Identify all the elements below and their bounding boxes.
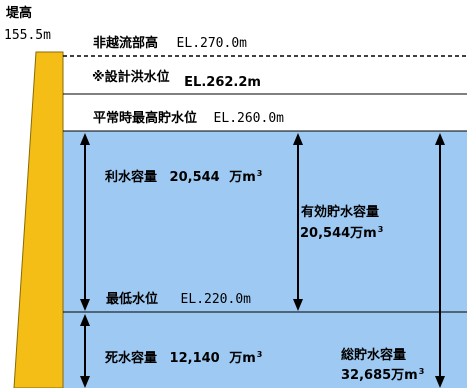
minimum-level-label: 最低水位 EL.220.0m [106, 292, 251, 307]
dead-capacity-arrow [80, 314, 90, 388]
effective-capacity-value-wrap: 20,544万m3 [300, 225, 384, 242]
design-flood-el: EL.262.2m [184, 75, 261, 90]
utility-capacity-unit: 万m [229, 170, 256, 185]
total-capacity-value: 32,685万m [341, 368, 418, 383]
normal-max-el: EL.260.0m [213, 111, 284, 126]
utility-capacity-sup: 3 [256, 169, 263, 178]
total-capacity-name: 総貯水容量 [341, 348, 407, 363]
design-flood-name: ※設計洪水位 [92, 70, 170, 85]
effective-capacity-value: 20,544万m [300, 226, 377, 241]
non-overflow-name: 非越流部高 [93, 36, 159, 51]
total-capacity-arrow [435, 133, 445, 388]
effective-capacity-arrow [293, 133, 303, 311]
minimum-level-name: 最低水位 [106, 292, 159, 307]
total-capacity-value-wrap: 32,685万m3 [341, 367, 425, 384]
normal-max-name: 平常時最高貯水位 [93, 111, 198, 126]
minimum-level-el: EL.220.0m [180, 292, 251, 307]
normal-max-label: 平常時最高貯水位 EL.260.0m [93, 111, 284, 126]
total-capacity-sup: 3 [418, 367, 425, 376]
design-flood-label: ※設計洪水位 EL.262.2m [92, 70, 261, 90]
utility-capacity-name: 利水容量 [105, 170, 158, 185]
effective-capacity-name: 有効貯水容量 [301, 205, 380, 220]
non-overflow-label: 非越流部高 EL.270.0m [93, 36, 247, 51]
dead-capacity-label: 死水容量 12,140 万m3 [105, 350, 263, 367]
utility-capacity-label: 利水容量 20,544 万m3 [105, 169, 263, 186]
dam-height-value: 155.5m [4, 28, 51, 43]
dead-capacity-name: 死水容量 [105, 351, 158, 366]
dam-body [13, 51, 64, 388]
non-overflow-el: EL.270.0m [176, 36, 247, 51]
effective-capacity-sup: 3 [377, 225, 384, 234]
dead-capacity-value: 12,140 [169, 351, 220, 366]
water-body [63, 131, 467, 388]
utility-capacity-arrow [80, 133, 90, 311]
utility-capacity-value: 20,544 [169, 170, 220, 185]
dead-capacity-sup: 3 [256, 350, 263, 359]
dam-height-title: 堤高 [6, 6, 33, 21]
dead-capacity-unit: 万m [229, 351, 256, 366]
